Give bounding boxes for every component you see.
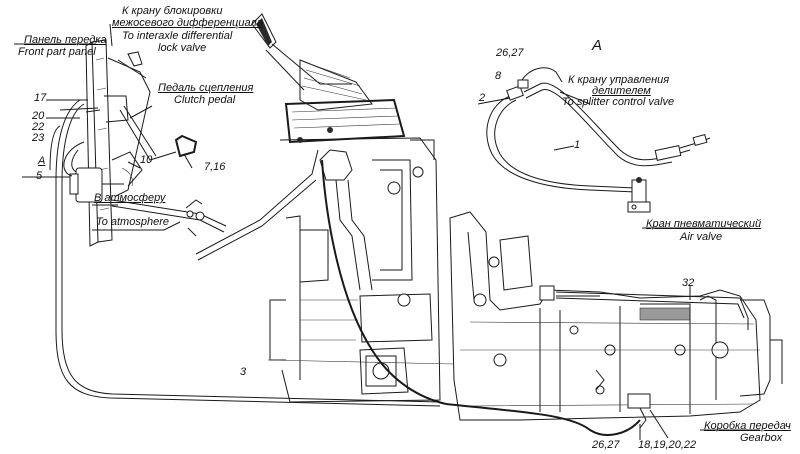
atmosphere-label-en: To atmosphere <box>96 216 169 228</box>
splitter-label-en: To splitter control valve <box>562 96 675 108</box>
callout-2: 2 <box>479 92 486 104</box>
callout-8: 8 <box>495 70 502 82</box>
gearbox <box>445 211 783 436</box>
clutch-pedal-label-ru: Педаль сцепления <box>158 82 254 94</box>
lock-valve-label-en-2: lock valve <box>158 42 207 54</box>
callout-26-27-top: 26,27 <box>496 47 524 59</box>
air-valve-label-en: Air valve <box>680 231 723 243</box>
callout-22: 22 <box>32 121 45 133</box>
callout-18-19-20-22: 18,19,20,22 <box>638 439 697 451</box>
atmosphere-label-ru: В атмосферу <box>94 192 166 204</box>
splitter-label-ru-1: К крану управления <box>568 74 670 86</box>
lock-valve-label-en-1: To interaxle differential <box>122 30 233 42</box>
gear-lever <box>251 13 406 144</box>
front-panel-label-ru: Панель передка <box>24 34 107 46</box>
leader-lines <box>14 23 760 440</box>
callout-17: 17 <box>34 92 47 104</box>
callout-23: 23 <box>32 132 45 144</box>
engine-block <box>267 137 455 405</box>
front-panel-label-en: Front part panel <box>18 46 96 58</box>
gearbox-label-en: Gearbox <box>740 432 783 444</box>
callout-32: 32 <box>682 277 695 289</box>
callout-20: 20 <box>32 110 45 122</box>
air-valve-label-ru: Кран пневматический <box>646 218 762 230</box>
line-to-engine <box>195 149 319 261</box>
callout-3: 3 <box>240 366 247 378</box>
lock-valve-label-ru-2: межосевого дифференциала <box>112 17 263 29</box>
callout-10: 10 <box>140 154 153 166</box>
callout-26-27-bottom: 26,27 <box>592 439 620 451</box>
lock-valve-label-ru-1: К крану блокировки <box>122 5 223 17</box>
callout-1: 1 <box>574 139 581 151</box>
splitter-label-ru-2: делителем <box>592 85 651 97</box>
callout-7-16: 7,16 <box>204 161 226 173</box>
view-a-detail <box>486 67 711 213</box>
view-a-title: А <box>592 37 603 54</box>
callout-5: 5 <box>36 170 43 182</box>
gearbox-label-ru: Коробка передач <box>704 420 791 432</box>
clutch-cylinder <box>63 141 227 237</box>
callout-a-marker: А <box>38 155 46 167</box>
clutch-pedal-label-en: Clutch pedal <box>174 94 236 106</box>
